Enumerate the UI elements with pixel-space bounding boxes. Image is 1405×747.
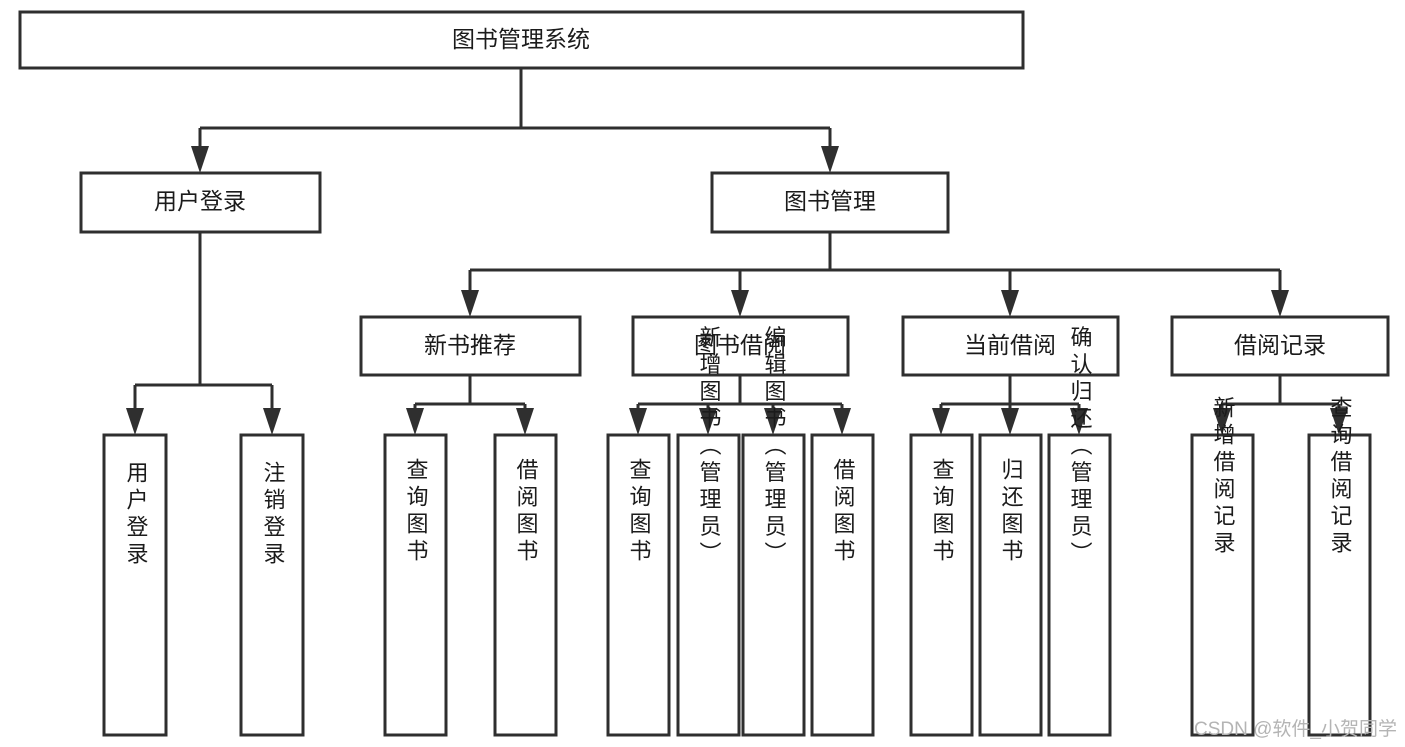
node-leaf-borrow-book-1-box[interactable] xyxy=(493,433,558,737)
node-book-borrow-label: 图书借阅 xyxy=(694,332,786,358)
arrow-head-leaf-logout xyxy=(263,408,281,435)
node-leaf-query-book-2-label: 查询图书 xyxy=(627,458,652,566)
node-user-login-box[interactable] xyxy=(79,171,322,234)
node-user-login[interactable]: 用户登录 xyxy=(79,171,322,234)
node-leaf-query-book-1-label: 查询图书 xyxy=(404,458,429,566)
node-leaf-borrow-book-2-label: 借阅图书 xyxy=(831,458,856,566)
arrow-head-return-book xyxy=(1001,408,1019,435)
csdn-watermark: CSDN @软件_小贺同学 xyxy=(1194,719,1397,740)
node-leaf-confirm-return-box[interactable] xyxy=(1047,433,1112,737)
node-leaf-edit-book-box[interactable] xyxy=(741,433,806,737)
node-leaf-query-book-2[interactable]: 查询图书 xyxy=(606,433,671,737)
node-leaf-add-record-label: 新增借阅记录 xyxy=(1211,396,1236,558)
node-leaf-logout[interactable]: 注销登录 xyxy=(239,433,305,737)
node-current-borrow[interactable]: 当前借阅 xyxy=(901,315,1120,377)
node-borrow-record-box[interactable] xyxy=(1170,315,1390,377)
node-book-borrow[interactable]: 图书借阅 xyxy=(631,315,850,377)
connector-group xyxy=(126,68,1348,435)
node-leaf-edit-book[interactable]: 编辑图书（管理员） xyxy=(741,326,806,737)
node-book-manage[interactable]: 图书管理 xyxy=(710,171,950,234)
node-leaf-borrow-book-1-label: 借阅图书 xyxy=(514,458,539,566)
node-book-borrow-box[interactable] xyxy=(631,315,850,377)
node-borrow-record[interactable]: 借阅记录 xyxy=(1170,315,1390,377)
node-leaf-confirm-return[interactable]: 确认归还（管理员） xyxy=(1047,326,1112,737)
node-leaf-return-book-label: 归还图书 xyxy=(999,458,1024,566)
node-leaf-return-book[interactable]: 归还图书 xyxy=(978,433,1043,737)
node-leaf-logout-box[interactable] xyxy=(239,433,305,737)
node-leaf-user-login-box[interactable] xyxy=(102,433,168,737)
node-user-login-label: 用户登录 xyxy=(154,188,246,214)
arrow-head-book-borrow xyxy=(731,290,749,317)
node-book-manage-label: 图书管理 xyxy=(784,188,876,214)
node-book-manage-box[interactable] xyxy=(710,171,950,234)
arrow-head-add-record xyxy=(1213,408,1231,435)
node-leaf-confirm-return-label: 确认归还（管理员） xyxy=(1068,326,1093,569)
arrow-head-bookmanage xyxy=(821,146,839,173)
arrow-head-borrow-record xyxy=(1271,290,1289,317)
node-leaf-user-login[interactable]: 用户登录 xyxy=(102,433,168,737)
arrow-head-query-record xyxy=(1330,408,1348,435)
arrow-head-leaf-user-login xyxy=(126,408,144,435)
arrow-head-query-book-3 xyxy=(932,408,950,435)
node-leaf-query-book-1[interactable]: 查询图书 xyxy=(383,433,448,737)
node-borrow-record-label: 借阅记录 xyxy=(1234,332,1326,358)
node-leaf-borrow-book-2-box[interactable] xyxy=(810,433,875,737)
node-root[interactable]: 图书管理系统 xyxy=(18,10,1025,70)
node-leaf-query-book-3-box[interactable] xyxy=(909,433,974,737)
arrow-head-userlogin xyxy=(191,146,209,173)
node-new-book-recommend-label: 新书推荐 xyxy=(424,332,516,358)
node-leaf-add-book-box[interactable] xyxy=(676,433,741,737)
node-leaf-add-record[interactable]: 新增借阅记录 xyxy=(1190,396,1255,737)
node-leaf-borrow-book-2[interactable]: 借阅图书 xyxy=(810,433,875,737)
node-root-box[interactable] xyxy=(18,10,1025,70)
arrow-head-confirm-return xyxy=(1070,408,1088,435)
node-new-book-recommend-box[interactable] xyxy=(359,315,582,377)
arrow-head-query-book-2 xyxy=(629,408,647,435)
node-leaf-query-record[interactable]: 查询借阅记录 xyxy=(1307,396,1372,737)
node-leaf-add-record-box[interactable] xyxy=(1190,433,1255,737)
node-leaf-query-book-3[interactable]: 查询图书 xyxy=(909,433,974,737)
node-leaf-user-login-label: 用户登录 xyxy=(124,461,149,569)
node-leaf-query-record-box[interactable] xyxy=(1307,433,1372,737)
arrow-head-current-borrow xyxy=(1001,290,1019,317)
arrow-head-borrow-book-2 xyxy=(833,408,851,435)
node-current-borrow-box[interactable] xyxy=(901,315,1120,377)
node-new-book-recommend[interactable]: 新书推荐 xyxy=(359,315,582,377)
node-leaf-query-book-3-label: 查询图书 xyxy=(930,458,955,566)
arrow-head-add-book xyxy=(699,408,717,435)
node-leaf-edit-book-label: 编辑图书（管理员） xyxy=(762,326,787,569)
arrow-head-borrow-book-1 xyxy=(516,408,534,435)
node-leaf-borrow-book-1[interactable]: 借阅图书 xyxy=(493,433,558,737)
node-leaf-logout-label: 注销登录 xyxy=(261,461,286,569)
arrow-head-query-book-1 xyxy=(406,408,424,435)
node-root-label: 图书管理系统 xyxy=(452,26,590,52)
node-leaf-add-book-label: 新增图书（管理员） xyxy=(697,326,722,569)
arrow-head-new-book-recommend xyxy=(461,290,479,317)
node-leaf-query-book-2-box[interactable] xyxy=(606,433,671,737)
node-current-borrow-label: 当前借阅 xyxy=(964,332,1056,358)
node-leaf-query-record-label: 查询借阅记录 xyxy=(1328,396,1353,558)
node-leaf-return-book-box[interactable] xyxy=(978,433,1043,737)
node-leaf-add-book[interactable]: 新增图书（管理员） xyxy=(676,326,741,737)
node-leaf-query-book-1-box[interactable] xyxy=(383,433,448,737)
arrow-head-edit-book xyxy=(764,408,782,435)
